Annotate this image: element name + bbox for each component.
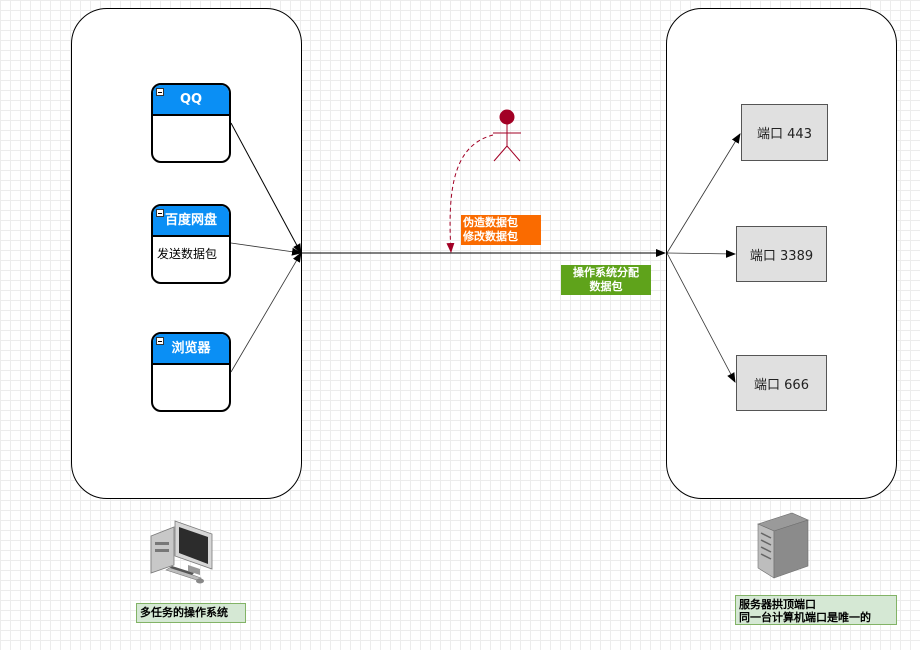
edge-server-to-port-3389 [666, 249, 736, 258]
app-qq-header: QQ [153, 85, 229, 116]
port-3389[interactable]: 端口 3389 [736, 226, 827, 282]
edge-server-to-port-443 [666, 133, 741, 254]
stick-figure-icon [493, 109, 521, 162]
edge-qq-to-os [230, 122, 302, 254]
server-caption-line1: 服务器拱顶端口 [739, 598, 816, 611]
client-caption-text: 多任务的操作系统 [140, 606, 228, 619]
edge-netdisk-to-os [230, 242, 302, 256]
port-666[interactable]: 端口 666 [736, 355, 827, 411]
edge-browser-to-os [230, 252, 302, 373]
port-443[interactable]: 端口 443 [741, 104, 828, 161]
edge-attacker-intercept [446, 134, 494, 253]
desktop-computer-icon [150, 520, 213, 584]
edge-server-to-port-666 [666, 252, 736, 383]
app-qq[interactable]: QQ [151, 83, 231, 163]
collapse-icon[interactable] [156, 337, 164, 345]
app-baidu-netdisk-body: 发送数据包 [157, 247, 218, 261]
client-caption: 多任务的操作系统 [136, 603, 246, 623]
app-baidu-netdisk-title: 百度网盘 [164, 213, 217, 228]
app-baidu-netdisk-header: 百度网盘 [153, 206, 229, 237]
collapse-icon[interactable] [156, 209, 164, 217]
server-caption-line2: 同一台计算机端口是唯一的 [739, 611, 871, 624]
collapse-icon[interactable] [156, 88, 164, 96]
app-browser-title: 浏览器 [171, 341, 211, 356]
forge-label-line1: 伪造数据包 [463, 216, 518, 229]
os-assign-line2: 数据包 [589, 280, 623, 293]
app-browser-header: 浏览器 [153, 334, 229, 365]
os-assign-label: 操作系统分配 数据包 [561, 265, 651, 295]
server-tower-icon [757, 512, 809, 579]
app-qq-title: QQ [179, 92, 203, 107]
forge-packet-label: 伪造数据包 修改数据包 [461, 215, 541, 245]
app-baidu-netdisk[interactable]: 百度网盘 发送数据包 [151, 204, 231, 284]
os-assign-line1: 操作系统分配 [573, 266, 639, 279]
server-caption: 服务器拱顶端口 同一台计算机端口是唯一的 [735, 595, 897, 625]
app-browser[interactable]: 浏览器 [151, 332, 231, 412]
forge-label-line2: 修改数据包 [463, 230, 518, 243]
